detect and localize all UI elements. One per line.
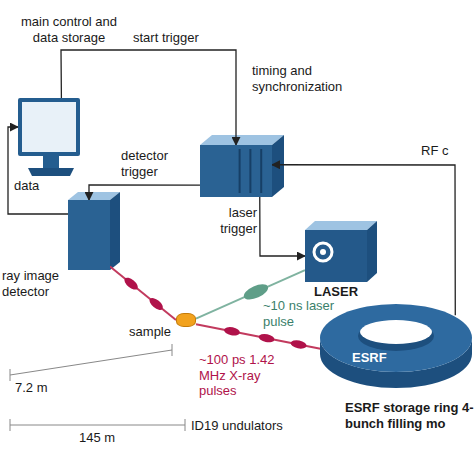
node-label: sample <box>115 324 171 340</box>
trigger-line <box>260 197 305 256</box>
pulse-packet <box>223 326 240 337</box>
timing-unit: timing and synchronization <box>200 145 272 197</box>
sample: sample <box>176 313 196 327</box>
dimension-line <box>10 425 185 426</box>
box-top <box>200 135 284 145</box>
edge-label: laser trigger <box>204 205 258 236</box>
box-side <box>367 221 377 282</box>
dimension-label: 145 m <box>78 430 116 446</box>
beam-path <box>110 267 176 321</box>
edge-label: ~100 ps 1.42 MHz X-ray pulses <box>198 352 284 399</box>
node-label: timing and synchronization <box>252 63 356 94</box>
box-side <box>110 192 120 270</box>
laser-box: LASER <box>305 230 367 282</box>
pulse-packet <box>290 339 307 350</box>
edge-label: data <box>13 178 55 194</box>
panel-stripes <box>200 145 272 197</box>
trigger-line <box>61 50 236 145</box>
dimension-line <box>10 350 172 375</box>
trigger-line <box>272 165 455 316</box>
monitor: main control and data storage <box>18 98 80 156</box>
pulse-packet <box>147 296 164 312</box>
ring-shape <box>318 300 474 390</box>
detector-box: ray image detector <box>68 200 110 270</box>
dimension-tick <box>172 344 173 356</box>
dimension-tick <box>10 419 11 431</box>
edge-label: ~10 ns laser pulse <box>262 298 348 329</box>
monitor-base <box>28 168 74 176</box>
node-label: ray image detector <box>2 268 66 299</box>
dimension-tick <box>185 419 186 431</box>
node-caption: ESRF storage ring 4-bunch filling mo <box>345 400 474 431</box>
edge-label: detector trigger <box>120 148 192 179</box>
dimension-tick <box>10 369 11 381</box>
node-label: ESRF <box>352 350 402 366</box>
dimension-label: 7.2 m <box>14 380 49 396</box>
pulse-packet <box>122 275 139 291</box>
pulse-packet <box>258 333 275 344</box>
edge-label: start trigger <box>132 30 224 46</box>
laser-aperture <box>305 230 367 282</box>
monitor-stand <box>43 156 59 168</box>
part-label: ID19 undulators <box>190 418 284 434</box>
storage-ring: ESRFESRF storage ring 4-bunch filling mo <box>318 300 474 390</box>
box-top <box>305 221 377 230</box>
beam-path <box>196 324 324 349</box>
trigger-line <box>89 185 200 200</box>
box-side <box>272 135 284 197</box>
edge-label: RF c <box>420 143 472 159</box>
node-label: main control and data storage <box>8 14 130 45</box>
node-label: LASER <box>305 284 367 300</box>
